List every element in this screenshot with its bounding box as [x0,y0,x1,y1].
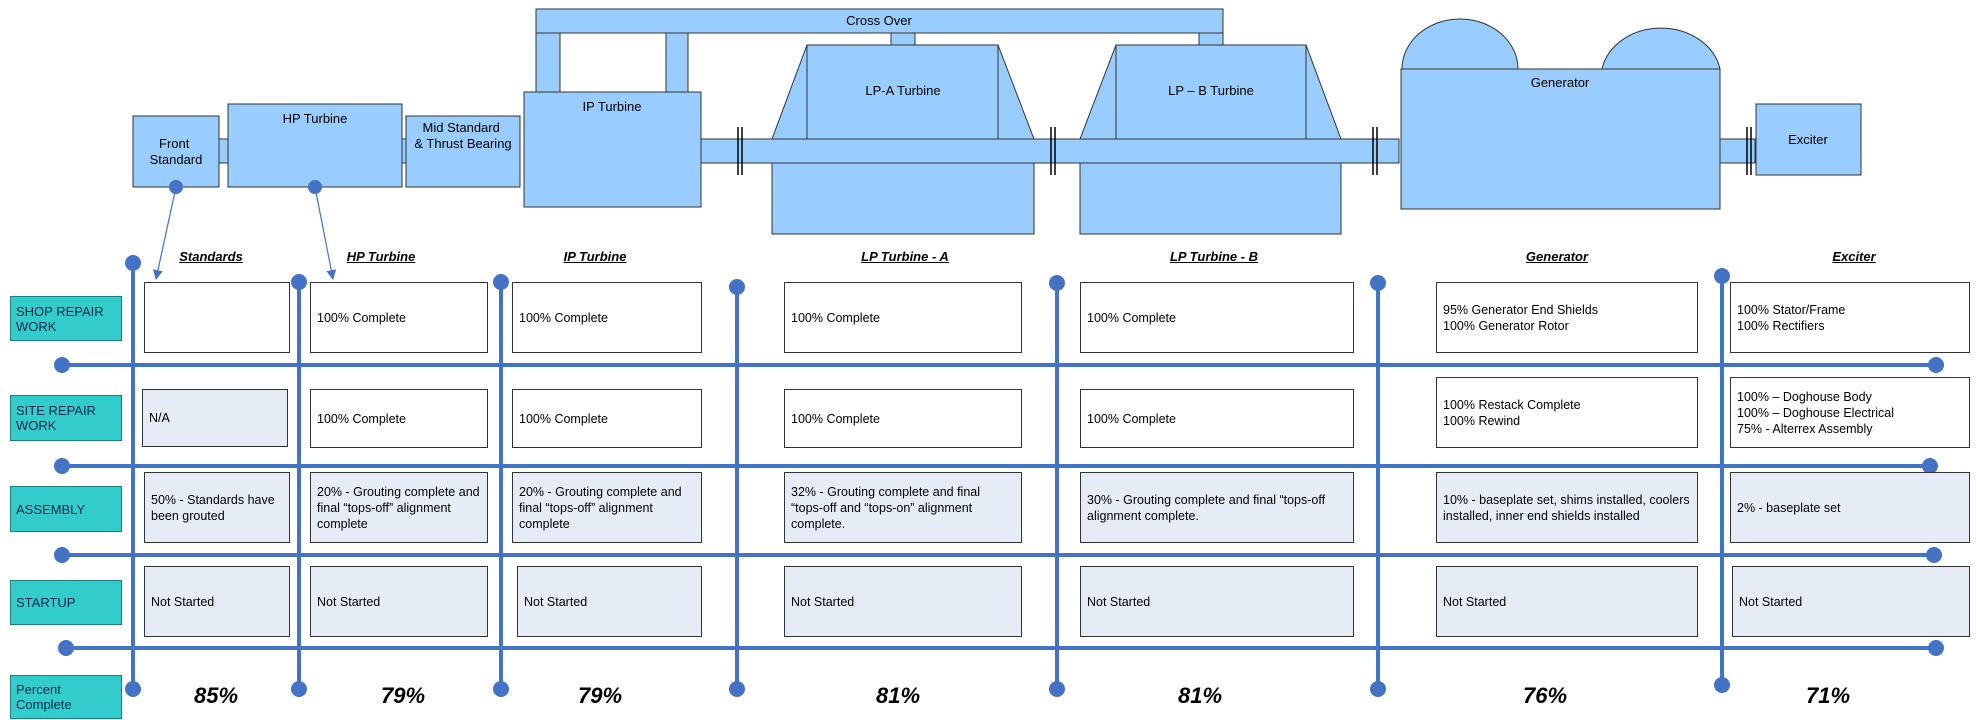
label-lpb-turbine: LP – B Turbine [1168,83,1254,98]
cell-startup-lpa: Not Started [784,566,1022,637]
arrow-dot [169,180,183,194]
arrow-dot [308,180,322,194]
cell-assembly-ip: 20% - Grouting complete and final “tops-… [512,472,702,543]
percent-exciter: 71% [1805,683,1851,708]
cell-site-standards: N/A [142,389,288,447]
arrow-standards [153,186,177,280]
shaft-mid [401,138,407,164]
cell-startup-standards: Not Started [144,566,290,637]
exciter-shape [1755,103,1862,176]
shaft-main [700,138,1400,164]
cell-assembly-hp: 20% - Grouting complete and final “tops-… [310,472,488,543]
lpa-box [806,44,999,140]
cell-site-hp: 100% Complete [310,389,488,448]
mid-standard-shape [405,115,521,188]
crossover-leg-1 [535,32,561,93]
col-head-ip-turbine: IP Turbine [563,249,627,264]
cell-startup-lpb: Not Started [1080,566,1354,637]
cell-startup-hp: Not Started [310,566,488,637]
cell-shop-lpb: 100% Complete [1080,282,1354,353]
col-head-hp-turbine: HP Turbine [346,249,416,264]
grid-nodes [54,255,1944,697]
cell-shop-ip: 100% Complete [512,282,702,353]
generator-dome-1 [1401,18,1519,70]
row-label-startup: STARTUP [10,580,122,625]
cell-startup-generator: Not Started [1436,566,1698,637]
col-head-lp-turbine-b: LP Turbine - B [1169,249,1259,264]
cell-shop-lpa: 100% Complete [784,282,1022,353]
percent-lp-turbine-b: 81% [1177,683,1223,708]
label-mid-standard-line: Mid Standard [423,120,500,135]
cell-assembly-lpa: 32% - Grouting complete and final “tops-… [784,472,1022,543]
generator-dome-2 [1601,27,1721,70]
label-hp-turbine: HP Turbine [283,111,348,126]
cell-shop-hp: 100% Complete [310,282,488,353]
percent-generator: 76% [1522,683,1568,708]
cell-shop-generator: 95% Generator End Shields 100% Generator… [1436,282,1698,353]
label-mid-standard-line: & Thrust Bearing [414,136,511,151]
percent-ip-turbine: 79% [577,683,623,708]
percent-lp-turbine-a: 81% [875,683,921,708]
label-front-standard-line: Front [159,136,190,151]
label-front-standard-line: Standard [150,152,203,167]
cell-shop-standards [144,282,290,353]
couplings [737,127,1752,175]
cell-assembly-generator: 10% - baseplate set, shims installed, co… [1436,472,1698,543]
row-label-site-repair: SITE REPAIR WORK [10,395,122,441]
cell-site-generator: 100% Restack Complete 100% Rewind [1436,377,1698,448]
row-label-percent-complete: Percent Complete [10,675,122,719]
generator-body [1400,68,1721,210]
crossover-leg-2 [665,32,689,93]
cell-startup-ip: Not Started [517,566,702,637]
cell-assembly-lpb: 30% - Grouting complete and final “tops-… [1080,472,1354,543]
grid-lines [62,263,1936,689]
lpa-base [771,162,1035,235]
cell-site-exciter: 100% – Doghouse Body 100% – Doghouse Ele… [1730,377,1970,448]
label-exciter: Exciter [1788,132,1828,147]
row-label-shop-repair: SHOP REPAIR WORK [10,296,122,341]
lpb-box [1115,44,1307,140]
cell-assembly-exciter: 2% - baseplate set [1730,472,1970,543]
row-label-assembly: ASSEMBLY [10,486,122,532]
arrow-hp [314,186,337,280]
hp-turbine-shape [227,103,403,188]
cell-site-lpa: 100% Complete [784,389,1022,448]
percent-standards: 85% [193,683,239,708]
cell-assembly-standards: 50% - Standards have been grouted [144,472,290,543]
crossover-pipe [535,8,1224,34]
cell-startup-exciter: Not Started [1732,566,1970,637]
cell-site-ip: 100% Complete [512,389,702,448]
front-standard-shape [132,115,220,188]
label-cross-over: Cross Over [846,13,912,28]
crossover-leg-4 [1198,32,1224,46]
label-ip-turbine: IP Turbine [582,99,641,114]
label-mid-standard: Mid Standard & Thrust Bearing [414,120,511,151]
cell-site-lpb: 100% Complete [1080,389,1354,448]
shaft-exciter [1718,138,1756,164]
percent-hp-turbine: 79% [380,683,426,708]
lpb-base [1079,162,1342,235]
col-head-generator: Generator [1525,249,1589,264]
cell-shop-exciter: 100% Stator/Frame 100% Rectifiers [1730,282,1970,353]
label-front-standard: Front Standard [150,136,203,167]
crossover-leg-3 [890,32,916,46]
label-lpa-turbine: LP-A Turbine [865,83,940,98]
col-head-exciter: Exciter [1832,249,1876,264]
label-generator: Generator [1531,75,1590,90]
ip-turbine-shape [523,91,702,208]
col-head-lp-turbine-a: LP Turbine - A [861,249,949,264]
col-head-standards: Standards [179,249,243,264]
